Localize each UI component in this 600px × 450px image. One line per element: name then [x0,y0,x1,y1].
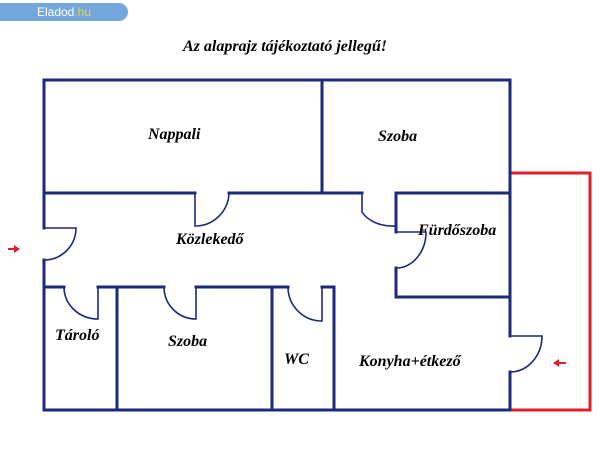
room-label-furdoszoba: Fürdőszoba [417,222,496,239]
arrow-right-icon [8,245,20,253]
doors [43,192,543,373]
room-label-szoba-top: Szoba [378,128,417,145]
room-label-tarolo: Tároló [55,327,99,344]
door-tarolo [63,286,99,320]
door-furdoszoba [395,231,427,269]
logo-site-name: Eladod [36,5,75,19]
room-label-wc: WC [284,351,309,368]
arrow-left-icon [553,359,566,367]
terrace-outline [510,171,592,412]
room-label-konyha: Konyha+étkező [358,353,462,370]
room-label-kozlekedo: Közlekedő [175,231,245,248]
logo-site-tld: .hu [74,5,92,19]
door-szoba-bottom [163,286,197,320]
door-wc [287,286,323,322]
entrance-door-right [509,335,543,373]
entrance-door-left [43,227,77,261]
door-szoba-top [361,193,397,227]
door-nappali [194,192,230,227]
site-logo-badge[interactable]: Eladod.hu [0,3,128,21]
floorplan-disclaimer: Az alaprajz tájékoztató jellegű! [182,38,387,55]
room-label-nappali: Nappali [147,126,201,143]
walls [42,78,512,412]
room-label-szoba-bottom: Szoba [168,333,207,350]
